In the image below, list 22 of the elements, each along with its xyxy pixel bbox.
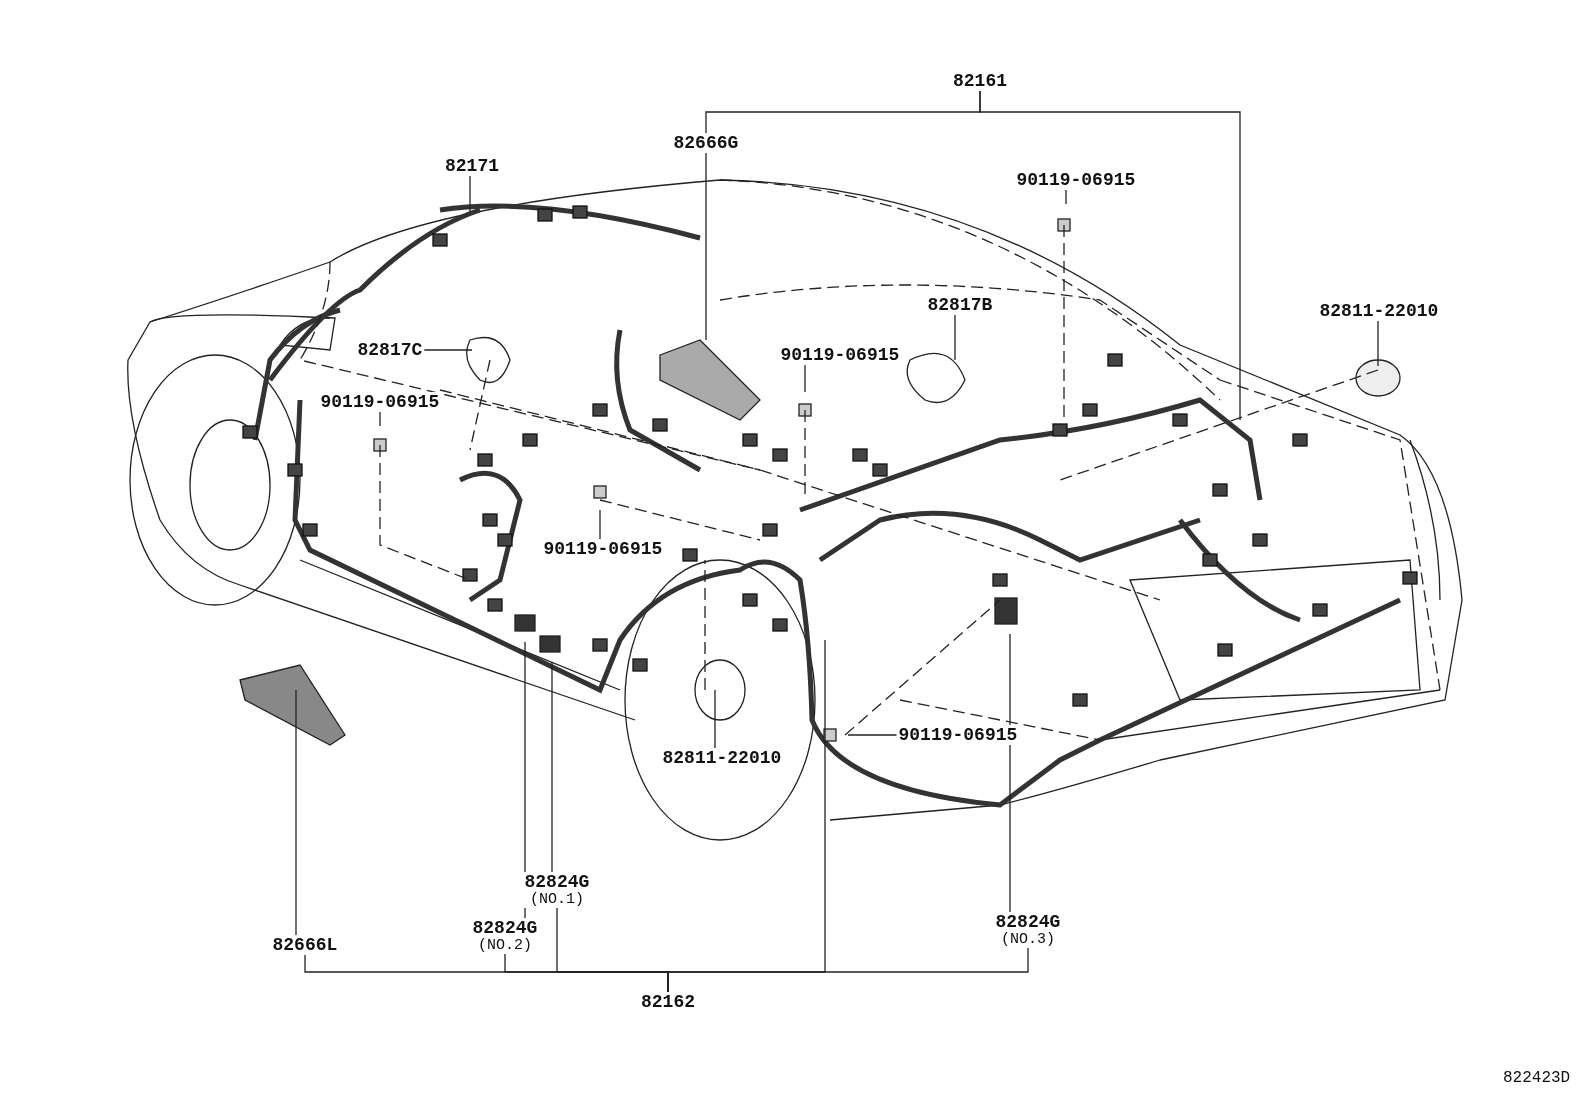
leader-line: [469, 175, 471, 213]
leader-line: [599, 509, 601, 540]
leader-line: [1009, 633, 1011, 913]
leader-line: [379, 411, 381, 427]
leader-line: [1377, 320, 1379, 367]
part-number: 82824G: [524, 872, 590, 892]
leader-line: [847, 734, 898, 736]
part-number: 90119-06915: [896, 725, 1020, 745]
leader-line: [714, 689, 716, 749]
position-note: (NO.1): [528, 892, 585, 908]
leader-line: [295, 689, 297, 936]
leader-line: [705, 90, 981, 134]
position-note: (NO.2): [476, 938, 533, 954]
leader-line: [423, 349, 473, 351]
part-number: 82824G: [995, 912, 1061, 932]
leader-line: [1065, 189, 1067, 205]
leader-line: [551, 661, 553, 873]
leader-line: [705, 152, 707, 341]
position-note: (NO.3): [999, 932, 1056, 948]
part-number: 82824G: [472, 918, 538, 938]
leader-line: [954, 314, 956, 361]
leader-line: [804, 364, 806, 393]
